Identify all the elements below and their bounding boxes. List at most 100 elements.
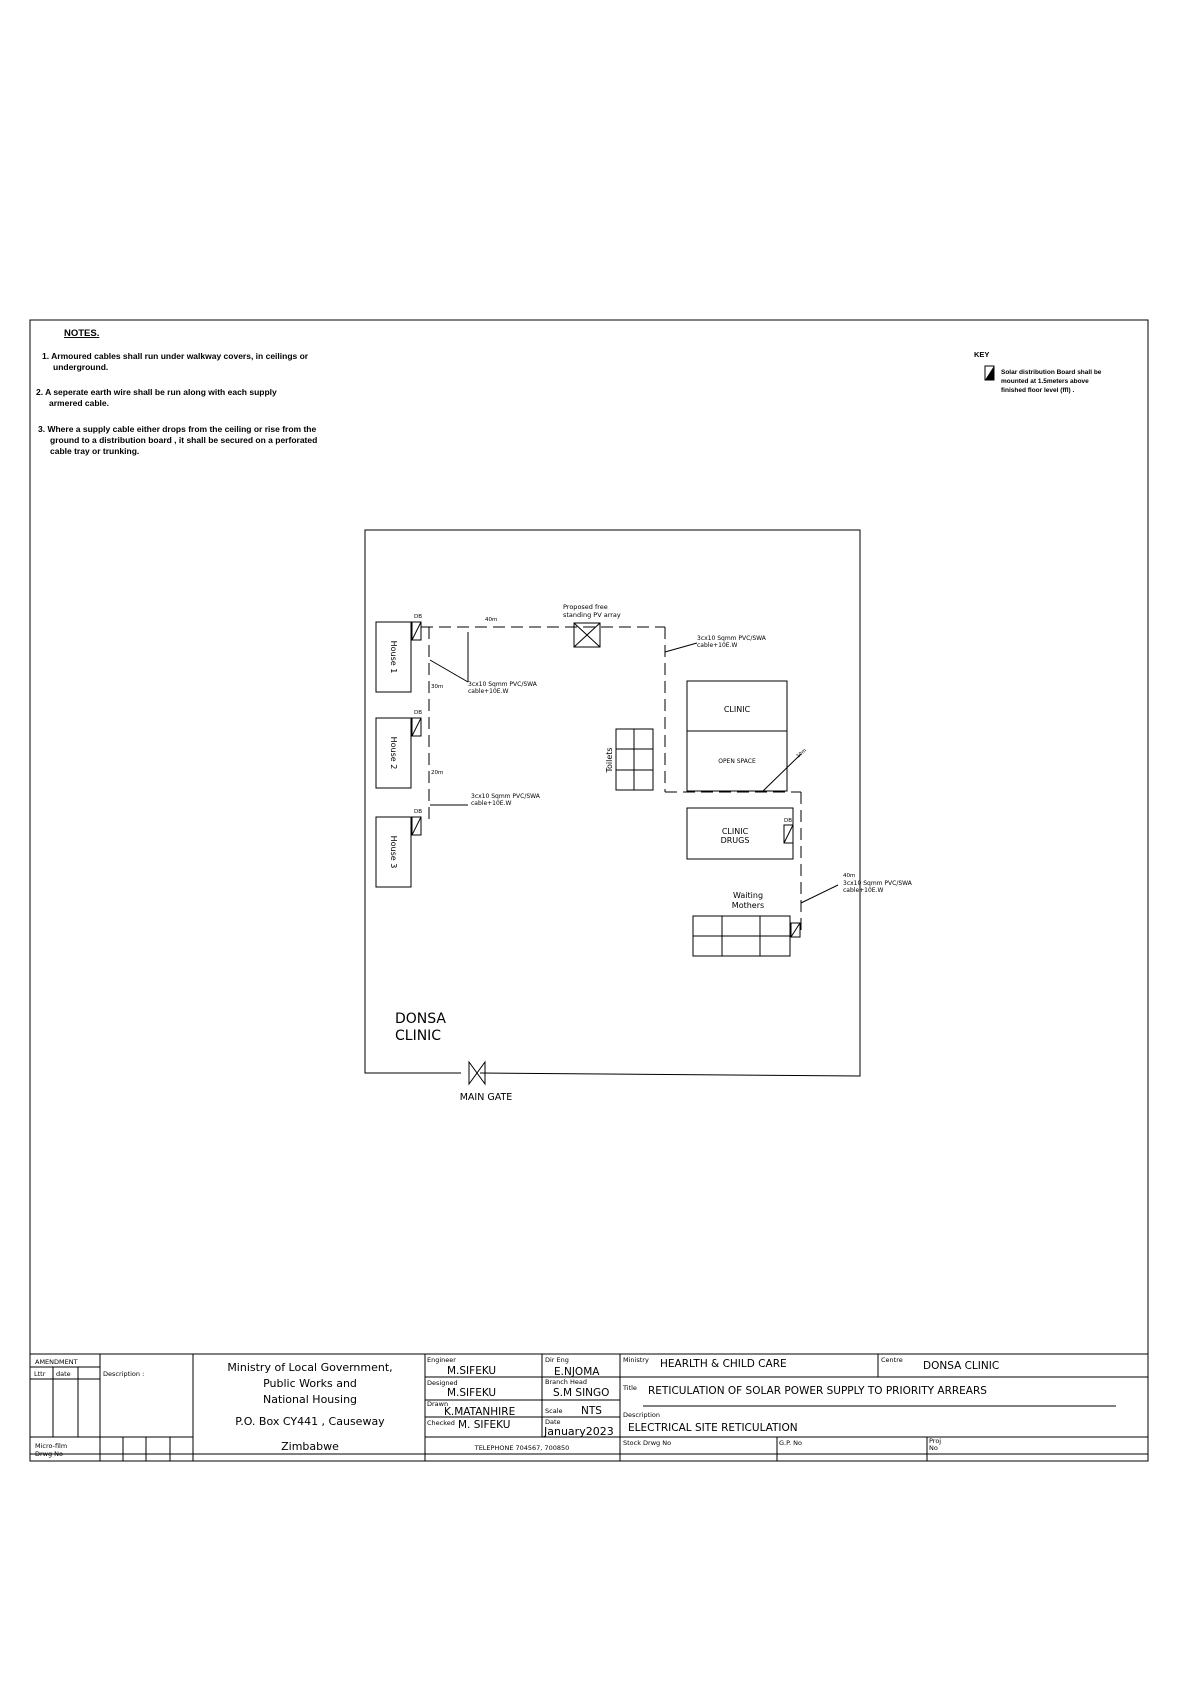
cable-note-house-1-line-2: cable+10E.W: [468, 688, 509, 695]
drawn-label: Drawn: [427, 1400, 448, 1408]
main-gate-label: MAIN GATE: [460, 1092, 513, 1103]
title-value: RETICULATION OF SOLAR POWER SUPPLY TO PR…: [648, 1385, 987, 1397]
leader-right: [664, 642, 698, 653]
scale-label: Scale: [545, 1407, 563, 1415]
house-2-label: House 2: [389, 737, 398, 770]
cable-note-right-line-1: 3cx10 Sqmm PVC/SWA: [697, 635, 767, 642]
cable-note-house-3-line-2: cable+10E.W: [471, 800, 512, 807]
toilets-block: [615, 728, 654, 791]
drawn-value: K.MATANHIRE: [444, 1406, 515, 1418]
scale-value: NTS: [581, 1405, 602, 1417]
pv-array-icon: [573, 622, 601, 648]
microfilm-label-2: Drwg No: [35, 1450, 63, 1458]
sheet-border: [29, 319, 1149, 1455]
centre-value: DONSA CLINIC: [923, 1360, 999, 1372]
cable-note-right-line-2: cable+10E.W: [697, 642, 738, 649]
description-col-label: Description :: [103, 1370, 144, 1378]
proj-label-2: No: [929, 1444, 938, 1452]
clinic-drugs-label-2: DRUGS: [721, 836, 750, 845]
cable-note-house-3-line-1: 3cx10 Sqmm PVC/SWA: [471, 793, 541, 800]
house-1-outline: [375, 621, 412, 693]
proj-label-1: Proj: [929, 1437, 941, 1445]
key-line-1: Solar distribution Board shall be: [1001, 369, 1102, 376]
cable-note-waiting-line-2: cable+10E.W: [843, 887, 884, 894]
ministry-line-4: P.O. Box CY441 , Causeway: [235, 1415, 385, 1428]
site-name-line-1: DONSA: [395, 1011, 446, 1027]
client-ministry-label: Ministry: [623, 1356, 649, 1364]
dist-20m: 20m: [431, 770, 443, 776]
client-ministry-value: HEARLTH & CHILD CARE: [660, 1358, 787, 1370]
notes-block: NOTES. 1. Armoured cables shall run unde…: [36, 328, 317, 456]
dir-eng-value: E.NJOMA: [554, 1366, 600, 1378]
description-value: ELECTRICAL SITE RETICULATION: [628, 1422, 798, 1434]
ministry-line-5: Zimbabwe: [281, 1440, 339, 1453]
db-tag-house-1: DB: [414, 614, 422, 620]
note-3-line-3: cable tray or trunking.: [50, 446, 139, 456]
note-2-line-2: armered cable.: [49, 398, 109, 408]
engineer-label: Engineer: [427, 1356, 456, 1364]
db-tag-house-3: DB: [414, 809, 422, 815]
engineer-value: M.SIFEKU: [447, 1365, 496, 1377]
branch-head-label: Branch Head: [545, 1378, 587, 1386]
house-2-db-icon: [411, 717, 422, 737]
site-plan: [364, 529, 861, 1086]
waiting-db-icon: [790, 922, 801, 938]
site-boundary: [364, 529, 861, 1077]
title-label: Title: [622, 1384, 637, 1392]
house-2-outline: [375, 717, 412, 789]
house-1-db-icon: [411, 621, 422, 641]
cable-runs: [421, 626, 802, 935]
distribution-board-symbol-icon: [984, 365, 995, 381]
clinic-label: CLINIC: [724, 705, 751, 714]
date-label: Date: [545, 1418, 561, 1426]
title-block: [29, 1353, 1149, 1462]
leader-10m: [761, 753, 802, 793]
key-line-3: finished floor level (ffl) .: [1001, 387, 1075, 394]
key-line-2: mounted at 1.5meters above: [1001, 378, 1089, 385]
pv-label-1: Proposed free: [563, 603, 608, 611]
ministry-line-2: Public Works and: [263, 1377, 357, 1390]
db-tag-clinic-drugs: DB: [784, 818, 792, 824]
house-3-outline: [375, 816, 412, 888]
note-3-line-2: ground to a distribution board , it shal…: [50, 435, 317, 445]
key-block: KEY Solar distribution Board shall be mo…: [974, 350, 1102, 394]
dist-30m: 30m: [431, 684, 443, 690]
dist-10m: 10m: [795, 748, 808, 760]
clinic-drugs-db-icon: [783, 824, 794, 844]
dist-40m-top: 40m: [485, 617, 497, 623]
note-2-line-1: 2. A seperate earth wire shall be run al…: [36, 387, 277, 397]
branch-head-value: S.M SINGO: [553, 1387, 609, 1399]
microfilm-label-1: Micro-film: [35, 1442, 67, 1450]
waiting-label-2: Mothers: [732, 901, 764, 910]
amendment-label: AMENDMENT: [35, 1358, 78, 1366]
clinic-drugs-building: [686, 807, 794, 860]
house-3-db-icon: [411, 816, 422, 836]
checked-value: M. SIFEKU: [458, 1419, 510, 1431]
cable-note-waiting-line-1: 3cx10 Sqmm PVC/SWA: [843, 880, 913, 887]
ministry-line-1: Ministry of Local Government,: [227, 1361, 392, 1374]
house-3-label: House 3: [389, 836, 398, 869]
waiting-label-1: Waiting: [733, 891, 763, 900]
title-block-text: AMENDMENT Lttr date Description : Micro-…: [34, 1356, 999, 1458]
open-space-label: OPEN SPACE: [718, 758, 756, 765]
date-col-label: date: [56, 1370, 71, 1378]
designed-value: M.SIFEKU: [447, 1387, 496, 1399]
checked-label: Checked: [427, 1419, 455, 1427]
clinic-drugs-label-1: CLINIC: [722, 827, 749, 836]
key-heading: KEY: [974, 350, 989, 359]
gp-label: G.P. No: [779, 1439, 802, 1447]
plan-labels: Proposed free standing PV array 40m 30m …: [389, 603, 913, 1103]
house-1-label: House 1: [389, 641, 398, 674]
notes-heading: NOTES.: [64, 328, 99, 339]
leader-waiting: [800, 884, 839, 904]
db-tag-house-2: DB: [414, 710, 422, 716]
toilets-label: Toilets: [605, 747, 614, 773]
pv-label-2: standing PV array: [563, 611, 621, 619]
description-label: Description: [623, 1411, 660, 1419]
open-space-area: [686, 730, 788, 792]
note-1-line-2: underground.: [53, 362, 108, 372]
dist-40m-right: 40m: [843, 873, 855, 879]
designed-label: Designed: [427, 1379, 458, 1387]
ministry-line-3: National Housing: [263, 1393, 357, 1406]
